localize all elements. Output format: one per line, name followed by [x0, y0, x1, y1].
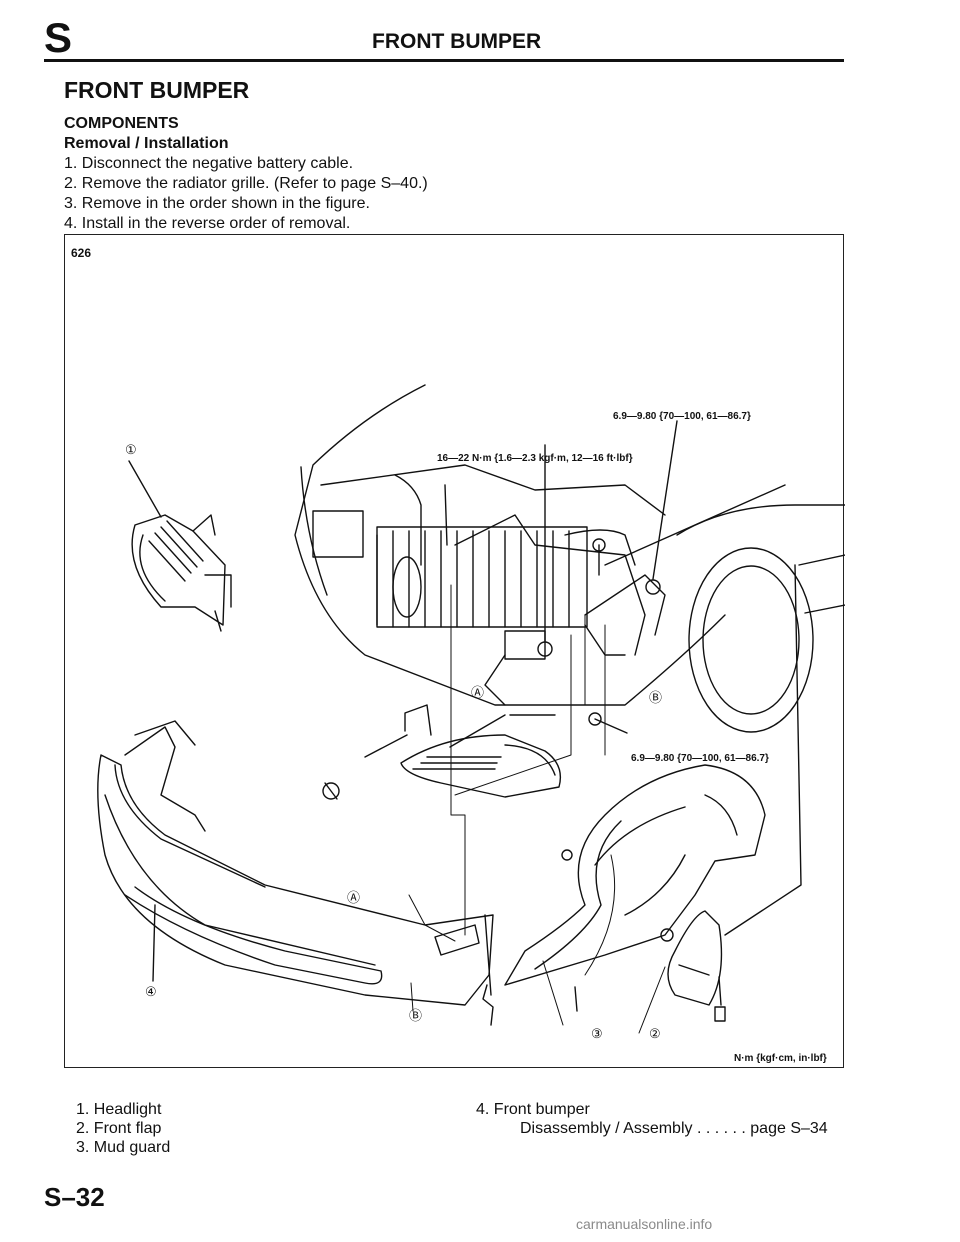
- guide-lines: [408, 584, 666, 1034]
- radiator-support: [312, 474, 666, 706]
- legend-item-4-reference: Disassembly / Assembly . . . . . . page …: [520, 1120, 828, 1137]
- callout-1: ①: [125, 442, 137, 457]
- legend-item-4: 4. Front bumper: [476, 1101, 590, 1118]
- callout-b-upper: Ⓑ: [649, 690, 662, 705]
- model-label: 626: [71, 246, 91, 260]
- headlight-drawing: [128, 460, 232, 632]
- step-2: 2. Remove the radiator grille. (Refer to…: [64, 175, 428, 192]
- subheading-components: COMPONENTS: [64, 115, 179, 132]
- torque-label-upper-right: 6.9—9.80 {70—100, 61—86.7}: [613, 411, 751, 422]
- header-title: FRONT BUMPER: [372, 30, 542, 53]
- car-body-outline: [294, 384, 845, 733]
- components-figure: ① ② ③ ④ Ⓐ Ⓐ Ⓑ Ⓑ 626 6.9—9.80 {70—100, 61…: [64, 234, 845, 1068]
- callout-labels: ① ② ③ ④ Ⓐ Ⓐ Ⓑ Ⓑ: [125, 442, 662, 1041]
- turn-signal-lamp-drawing: [322, 704, 562, 800]
- torque-label-center: 16—22 N·m {1.6—2.3 kgf·m, 12—16 ft·lbf}: [437, 453, 633, 464]
- legend-item-3: 3. Mud guard: [76, 1139, 171, 1156]
- torque-label-lower-right: 6.9—9.80 {70—100, 61—86.7}: [631, 753, 769, 764]
- callout-4: ④: [145, 984, 157, 999]
- step-1: 1. Disconnect the negative battery cable…: [64, 155, 354, 172]
- callout-2: ②: [649, 1026, 661, 1041]
- exploded-view-diagram: ① ② ③ ④ Ⓐ Ⓐ Ⓑ Ⓑ 626 6.9—9.80 {70—100, 61…: [71, 246, 845, 1064]
- mount-bolts: [449, 420, 678, 748]
- page-title: FRONT BUMPER: [64, 77, 250, 103]
- legend-item-2: 2. Front flap: [76, 1120, 162, 1137]
- step-4: 4. Install in the reverse order of remov…: [64, 215, 351, 232]
- callout-a-lower: Ⓐ: [347, 890, 360, 905]
- header-rule: [44, 59, 844, 62]
- section-letter: S: [44, 14, 73, 61]
- legend-item-1: 1. Headlight: [76, 1101, 162, 1118]
- callout-3: ③: [591, 1026, 603, 1041]
- step-3: 3. Remove in the order shown in the figu…: [64, 195, 370, 212]
- front-bumper-drawing: [97, 720, 494, 1006]
- page-number: S–32: [44, 1182, 105, 1212]
- subheading-removal-installation: Removal / Installation: [64, 135, 229, 152]
- callout-a-upper: Ⓐ: [471, 685, 484, 700]
- unit-note: N·m {kgf·cm, in·lbf}: [734, 1053, 827, 1064]
- mud-guard-drawing: [482, 764, 766, 1026]
- callout-b-lower: Ⓑ: [409, 1008, 422, 1023]
- watermark: carmanualsonline.info: [576, 1216, 713, 1232]
- front-flap-drawing: [660, 564, 802, 1022]
